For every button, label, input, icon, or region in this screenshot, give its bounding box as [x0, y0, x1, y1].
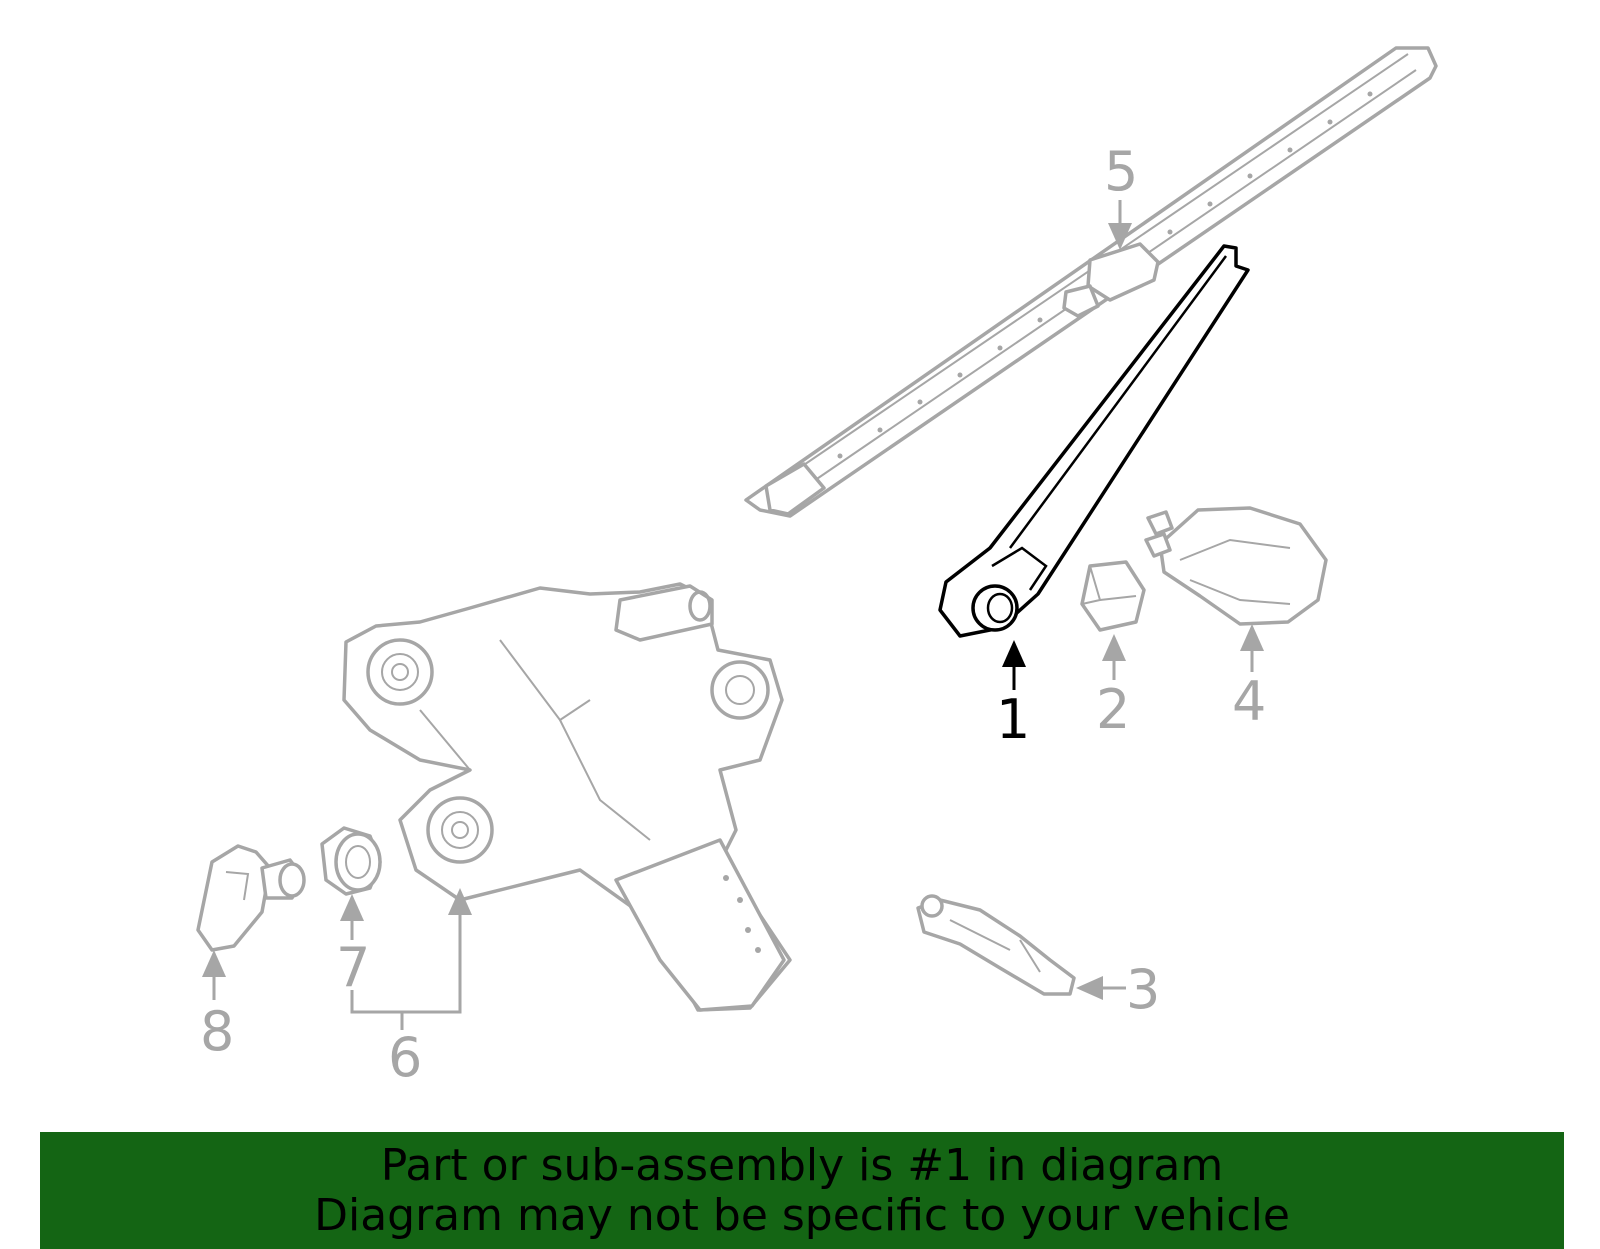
callout-3: 3 [1126, 958, 1160, 1021]
footer-banner: Part or sub-assembly is #1 in diagram Di… [40, 1132, 1564, 1249]
callout-7: 7 [336, 936, 370, 999]
leader-6 [350, 888, 472, 1014]
callout-4: 4 [1232, 670, 1266, 733]
leader-lines [202, 200, 1264, 1030]
wiper-blade-part-5 [744, 46, 1438, 518]
nut-cap-part-2 [1080, 560, 1146, 632]
connector-part-8 [196, 844, 306, 952]
callout-5: 5 [1104, 140, 1138, 203]
washer-nozzle-part-3 [916, 894, 1076, 996]
callout-2: 2 [1096, 678, 1130, 741]
wiper-motor-assembly-part-6 [342, 582, 792, 1012]
callout-8: 8 [200, 1000, 234, 1063]
parts-diagram: 5 1 2 4 3 7 6 8 [196, 46, 1438, 1089]
cover-part-4 [1144, 506, 1328, 626]
blade-rivet-dots [837, 91, 1373, 459]
footer-line-1: Part or sub-assembly is #1 in diagram [380, 1139, 1224, 1191]
footer-line-2: Diagram may not be specific to your vehi… [314, 1189, 1290, 1241]
grommet-part-7 [320, 826, 382, 896]
callout-6: 6 [388, 1026, 422, 1089]
wiper-arm-part-1[interactable] [938, 244, 1250, 638]
callout-1: 1 [996, 688, 1030, 751]
